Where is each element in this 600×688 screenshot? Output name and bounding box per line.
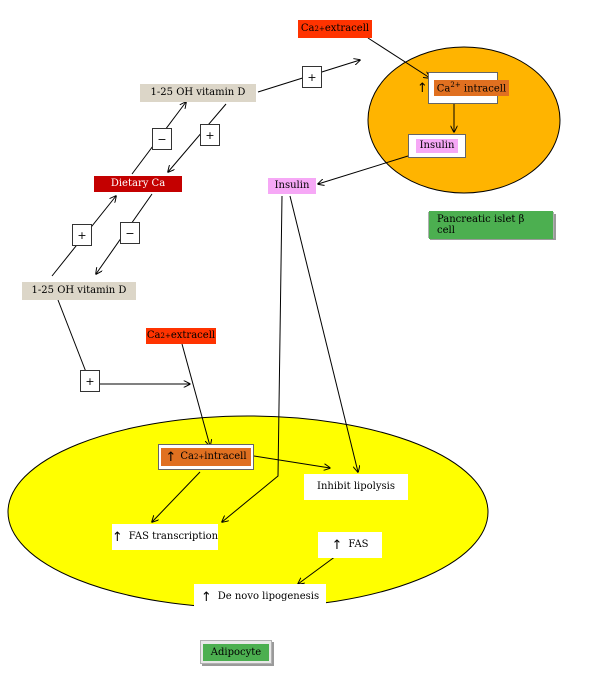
islet-label: Pancreatic islet β cell [428, 211, 554, 239]
insulin-inner: Insulin [408, 134, 466, 158]
increase-icon: ↑ [165, 449, 177, 465]
arrow-insulin-to-fas-transcription [222, 195, 283, 522]
inhibit-lipolysis: Inhibit lipolysis [304, 474, 408, 500]
sign-dietary-to-vitd: − [152, 128, 172, 150]
arrow-extracell-to-intracell-bottom [181, 343, 210, 446]
de-novo-label: De novo lipogenesis [217, 591, 320, 602]
ca-extracell-top-ca: Ca [300, 23, 315, 34]
ca-intracell-top-sup: 2+ [450, 80, 461, 89]
ca-extracell-top-rest: extracell [324, 23, 370, 34]
ca-intracell-bottom-ca: Ca [180, 451, 194, 462]
increase-icon: ↑ [200, 589, 212, 605]
ca-extracell-mid-rest: extracell [170, 330, 216, 341]
fas-label: FAS [348, 539, 369, 550]
increase-icon: ↑ [331, 537, 343, 553]
arrow-insulin-to-lipolysis [289, 195, 358, 472]
islet-cell-ellipse [367, 46, 561, 194]
arrow-vitd-to-dietary [168, 103, 227, 172]
ca-extracell-top-sup: 2+ [314, 24, 325, 33]
ca-extracell-mid-sup: 2+ [160, 331, 171, 340]
sign-vitd-bottom-to-dietary: + [72, 224, 92, 246]
arrow-fas-to-denovo [298, 555, 337, 584]
arrow-intracell-to-lipolysis [253, 455, 330, 468]
ca-intracell-top-rest: intracell [460, 83, 507, 95]
increase-icon: ↑ [416, 80, 428, 96]
sign-vitd-to-adipocyte: + [80, 370, 100, 392]
adipocyte-label-text: Adipocyte [202, 643, 270, 661]
dietary-ca: Dietary Ca [94, 176, 182, 192]
increase-icon: ↑ [111, 529, 123, 545]
vitamin-d-bottom: 1-25 OH vitamin D [22, 282, 136, 300]
ca-intracell-top: ↑ Ca2+ intracell [417, 72, 510, 104]
insulin-outer: Insulin [268, 178, 316, 194]
sign-vitd-to-islet: + [302, 66, 322, 88]
islet-label-text: Pancreatic islet β cell [429, 211, 553, 239]
ca-intracell-bottom-sup: 2+ [193, 452, 205, 461]
arrow-intracell-to-fas-transcription [152, 471, 201, 522]
arrow-vitd-bottom-down [57, 299, 87, 373]
ca-intracell-top-ca: Ca [436, 83, 451, 95]
adipocyte-label: Adipocyte [200, 640, 272, 664]
insulin-inner-label: Insulin [415, 139, 459, 153]
de-novo-lipogenesis: ↑ De novo lipogenesis [194, 584, 326, 610]
arrow-extracell-to-intracell-top [367, 37, 430, 78]
ca-intracell-top-label: Ca2+ intracell [433, 79, 510, 97]
fas-transcription: ↑ FAS transcription [112, 524, 218, 550]
vitamin-d-top: 1-25 OH vitamin D [140, 84, 256, 102]
ca-intracell-bottom-rest: intracell [204, 451, 247, 462]
arrow-insulin-release [318, 155, 409, 184]
fas-transcription-label: FAS transcription [128, 531, 219, 542]
sign-dietary-to-vitd-bottom: − [120, 222, 140, 244]
fas: ↑ FAS [318, 532, 382, 558]
sign-vitd-to-dietary: + [200, 124, 220, 146]
ca-extracell-mid-ca: Ca [146, 330, 161, 341]
